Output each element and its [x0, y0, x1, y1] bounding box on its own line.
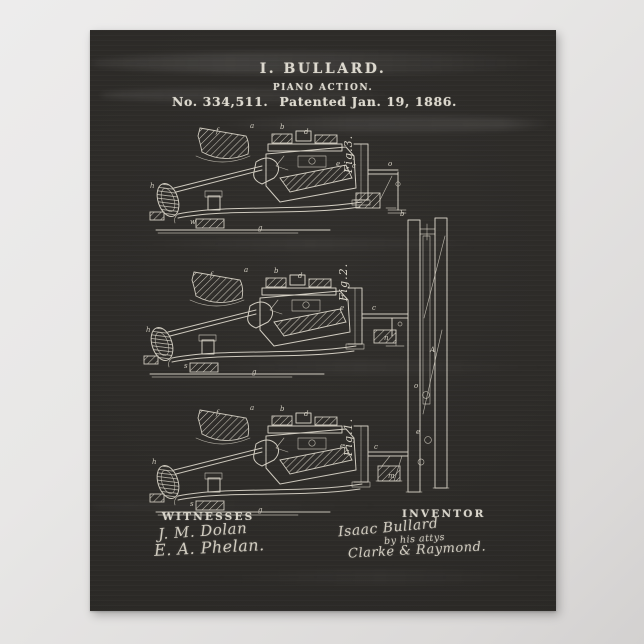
svg-text:A: A: [429, 346, 435, 354]
figure-3-drawing: Fig.3. f a b d h e c o g w: [149, 122, 407, 234]
figure-2-label: Fig.2.: [337, 263, 350, 302]
piano-case-panel: b A o e: [400, 210, 450, 493]
svg-text:m: m: [388, 472, 395, 480]
svg-text:o: o: [414, 382, 418, 390]
figure-3-label: Fig.3.: [342, 135, 355, 174]
svg-text:e: e: [336, 160, 340, 168]
svg-text:b: b: [274, 267, 279, 275]
svg-text:a: a: [250, 404, 254, 412]
patent-date: Patented Jan. 19, 1886.: [279, 94, 457, 109]
figure-2-drawing: Fig.2. f a b d h e c n g s: [143, 263, 409, 378]
svg-text:e: e: [340, 304, 344, 312]
svg-text:a: a: [250, 122, 254, 130]
svg-text:f: f: [215, 127, 220, 135]
patent-number-date-row: No. 334,511. Patented Jan. 19, 1886.: [172, 94, 457, 109]
svg-text:a: a: [244, 266, 248, 274]
svg-text:n: n: [384, 334, 389, 342]
svg-text:w: w: [190, 218, 196, 226]
svg-text:d: d: [304, 410, 309, 418]
svg-text:c: c: [372, 304, 376, 312]
patent-drawing: Fig.3. f a b d h e c o g w: [143, 122, 450, 516]
witnesses-heading: WITNESSES: [162, 511, 255, 523]
svg-text:c: c: [374, 443, 378, 451]
svg-text:f: f: [209, 271, 214, 279]
figure-1-label: Fig.1.: [342, 418, 355, 457]
svg-text:s: s: [190, 500, 194, 508]
patent-inventor-title: I. BULLARD.: [259, 61, 387, 77]
svg-text:h: h: [152, 458, 157, 466]
svg-text:d: d: [304, 128, 309, 136]
figure-1-drawing: Fig.1. f a b d h e c m g s: [149, 404, 425, 516]
svg-text:e: e: [340, 442, 344, 450]
svg-text:d: d: [298, 272, 303, 280]
svg-text:e: e: [416, 428, 420, 436]
svg-text:g: g: [258, 224, 263, 232]
patent-number: No. 334,511.: [172, 94, 269, 109]
svg-text:g: g: [252, 368, 257, 376]
svg-text:b: b: [400, 210, 405, 218]
svg-text:o: o: [388, 160, 392, 168]
svg-text:f: f: [215, 409, 220, 417]
svg-text:h: h: [150, 182, 155, 190]
inventor-heading: INVENTOR: [402, 508, 486, 520]
svg-text:b: b: [280, 123, 285, 131]
svg-text:g: g: [258, 506, 263, 514]
svg-text:c: c: [352, 162, 356, 170]
svg-text:h: h: [146, 326, 151, 334]
patent-poster: I. BULLARD. PIANO ACTION. No. 334,511. P…: [90, 30, 556, 611]
svg-text:s: s: [184, 362, 188, 370]
svg-text:b: b: [280, 405, 285, 413]
patent-invention-title: PIANO ACTION.: [272, 83, 374, 93]
